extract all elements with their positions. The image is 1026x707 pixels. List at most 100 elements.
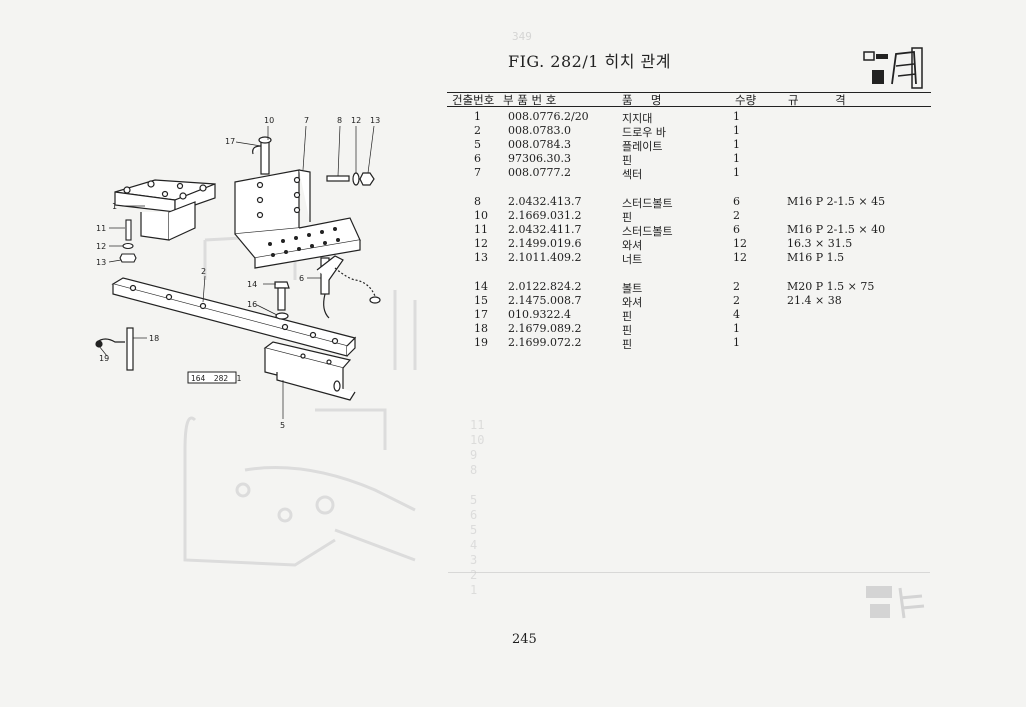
column-header-spec: 규 격 xyxy=(788,93,846,107)
ref-no-cell: 19 xyxy=(474,336,488,349)
hitch-thumbnail-icon xyxy=(863,47,923,89)
part-name-cell: 볼트 xyxy=(622,282,643,295)
callout-numbers: 10 7 8 12 13 17 1 11 12 13 2 6 14 16 19 … xyxy=(96,116,380,430)
callout-12-top: 12 xyxy=(351,116,361,125)
hitch-pin-part-6 xyxy=(316,255,381,319)
part-name-cell: 핀 xyxy=(622,211,633,224)
part-no-cell: 010.9322.4 xyxy=(508,308,571,321)
column-header-qty: 수량 xyxy=(735,93,757,107)
part-name-cell: 핀 xyxy=(622,310,633,323)
callout-10: 10 xyxy=(264,116,274,125)
part-no-cell: 2.0122.824.2 xyxy=(508,280,582,293)
pin-part-17 xyxy=(252,136,272,175)
faint-page-header: 349 xyxy=(512,30,532,43)
part-name-cell: 핀 xyxy=(622,338,633,351)
part-no-cell: 97306.30.3 xyxy=(508,152,571,165)
part-name-cell: 와셔 xyxy=(622,239,643,252)
qty-cell: 1 xyxy=(733,166,740,179)
callout-7: 7 xyxy=(304,116,309,125)
qty-cell: 1 xyxy=(733,124,740,137)
spec-cell: M16 P 2-1.5 × 40 xyxy=(787,223,886,236)
part-name-cell: 지지대 xyxy=(622,112,653,125)
column-header-ref-no: 건출번호 xyxy=(452,93,495,107)
part-name-cell: 섹터 xyxy=(622,168,643,181)
callout-6: 6 xyxy=(299,274,304,283)
spec-cell: 16.3 × 31.5 xyxy=(787,237,853,250)
qty-cell: 1 xyxy=(733,138,740,151)
callout-1: 1 xyxy=(112,202,117,211)
faint-background-structure xyxy=(183,233,417,567)
callout-16: 16 xyxy=(247,300,257,309)
ref-no-cell: 10 xyxy=(474,209,488,222)
qty-cell: 2 xyxy=(733,280,740,293)
part-no-cell: 2.1679.089.2 xyxy=(508,322,582,335)
column-header-part-no: 부 품 번 호 xyxy=(503,93,557,107)
ref-no-cell: 17 xyxy=(474,308,488,321)
spec-cell: 21.4 × 38 xyxy=(787,294,842,307)
part-name-cell: 너트 xyxy=(622,253,643,266)
bleed-through-rule xyxy=(448,572,930,573)
pin-and-clip-parts xyxy=(95,327,134,371)
sector-part-7 xyxy=(234,169,361,269)
ref-no-cell: 15 xyxy=(474,294,488,307)
ref-no-cell: 1 xyxy=(474,110,481,123)
spec-cell: M20 P 1.5 × 75 xyxy=(787,280,875,293)
bolt-and-washer-parts xyxy=(274,281,290,320)
table-header-rule xyxy=(447,106,931,107)
qty-cell: 2 xyxy=(733,294,740,307)
callout-13-top: 13 xyxy=(370,116,380,125)
part-name-cell: 플레이트 xyxy=(622,140,663,153)
column-header-name: 품 명 xyxy=(622,93,662,107)
ref-no-cell: 6 xyxy=(474,152,481,165)
part-no-cell: 2.0432.411.7 xyxy=(508,223,582,236)
drawbar-part-2 xyxy=(111,277,357,357)
diagram-code-box xyxy=(187,371,237,384)
callout-18: 18 xyxy=(149,334,159,343)
figure-title: FIG. 282/1 히치 관계 xyxy=(508,52,671,71)
ref-no-cell: 14 xyxy=(474,280,488,293)
callout-13: 13 xyxy=(96,258,106,267)
part-no-cell: 008.0777.2 xyxy=(508,166,571,179)
part-name-cell: 드로우 바 xyxy=(622,126,666,139)
stud-washer-nut-group xyxy=(326,172,375,186)
qty-cell: 1 xyxy=(733,336,740,349)
hitch-exploded-diagram: 164 _ 282 _ 1 10 7 8 12 13 17 1 11 12 13 xyxy=(95,116,417,567)
ref-no-cell: 7 xyxy=(474,166,481,179)
part-no-cell: 2.1499.019.6 xyxy=(508,237,582,250)
part-no-cell: 2.1669.031.2 xyxy=(508,209,582,222)
callout-11: 11 xyxy=(96,224,106,233)
qty-cell: 6 xyxy=(733,195,740,208)
ref-no-cell: 5 xyxy=(474,138,481,151)
part-no-cell: 008.0776.2/20 xyxy=(508,110,589,123)
callout-2: 2 xyxy=(201,267,206,276)
qty-cell: 12 xyxy=(733,237,747,250)
part-no-cell: 2.1011.409.2 xyxy=(508,251,582,264)
callout-8: 8 xyxy=(337,116,342,125)
qty-cell: 4 xyxy=(733,308,740,321)
ref-no-cell: 12 xyxy=(474,237,488,250)
qty-cell: 1 xyxy=(733,152,740,165)
part-no-cell: 008.0784.3 xyxy=(508,138,571,151)
part-no-cell: 2.1699.072.2 xyxy=(508,336,582,349)
spec-cell: M16 P 1.5 xyxy=(787,251,845,264)
table-top-rule xyxy=(447,92,931,93)
callout-leaders xyxy=(98,125,375,419)
bleed-through-title xyxy=(510,608,519,626)
ref-no-cell: 8 xyxy=(474,195,481,208)
part-no-cell: 2.0432.413.7 xyxy=(508,195,582,208)
support-bracket-part-1 xyxy=(114,179,216,241)
spec-cell: M16 P 2-1.5 × 45 xyxy=(787,195,886,208)
ref-no-cell: 11 xyxy=(474,223,488,236)
callout-14: 14 xyxy=(247,280,257,289)
part-name-cell: 스터드볼트 xyxy=(622,197,673,210)
qty-cell: 2 xyxy=(733,209,740,222)
part-name-cell: 스터드볼트 xyxy=(622,225,673,238)
part-name-cell: 핀 xyxy=(622,154,633,167)
callout-19: 19 xyxy=(99,354,109,363)
callout-17: 17 xyxy=(225,137,235,146)
qty-cell: 6 xyxy=(733,223,740,236)
faint-stamp-icon xyxy=(866,586,925,619)
diagram-code-label: 164 _ 282 _ 1 xyxy=(191,374,242,383)
